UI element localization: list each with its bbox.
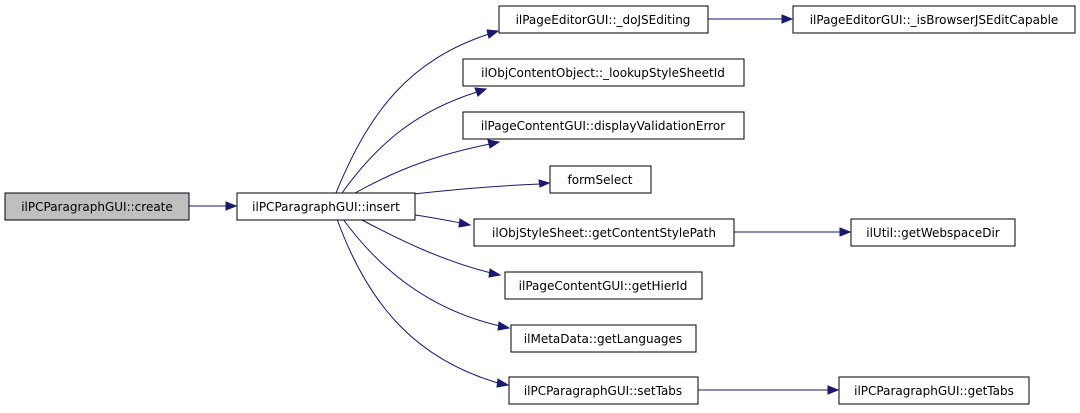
- node-getcontentstylepath[interactable]: ilObjStyleSheet::getContentStylePath: [473, 218, 735, 247]
- edge-insert-settabs: [336, 218, 510, 388]
- edge-create-insert: [189, 201, 238, 211]
- node-label: ilPCParagraphGUI::setTabs: [524, 384, 682, 398]
- edge-insert-dojsediting: [335, 29, 500, 194]
- node-label: ilObjContentObject::_lookupStyleSheetId: [481, 66, 725, 80]
- edge-getcontentstylepath-getwebspacedir: [734, 227, 852, 237]
- node-lookupstylesheetid[interactable]: ilObjContentObject::_lookupStyleSheetId: [462, 58, 745, 87]
- node-dojsediting[interactable]: ilPageEditorGUI::_doJSEditing: [498, 5, 709, 34]
- node-displayvalidationerror[interactable]: ilPageContentGUI::displayValidationError: [462, 111, 745, 140]
- node-label: ilPageEditorGUI::_doJSEditing: [516, 13, 691, 27]
- node-label: ilPageEditorGUI::_isBrowserJSEditCapable: [810, 13, 1059, 27]
- node-label: formSelect: [568, 173, 633, 187]
- node-label: ilMetaData::getLanguages: [524, 332, 682, 346]
- node-label: ilUtil::getWebspaceDir: [866, 226, 1000, 240]
- edge-insert-lookupstylesheetid: [341, 87, 488, 194]
- node-label: ilPageContentGUI::getHierId: [519, 279, 688, 293]
- node-create[interactable]: ilPCParagraphGUI::create: [4, 192, 190, 221]
- node-label: ilPCParagraphGUI::create: [21, 200, 173, 214]
- edge-insert-getlanguages: [342, 218, 511, 331]
- edge-dojsediting-isbrowserjseditcapable: [708, 14, 794, 24]
- edge-insert-gethierid: [359, 218, 502, 278]
- node-label: ilPCParagraphGUI::insert: [252, 200, 400, 214]
- node-getwebspacedir[interactable]: ilUtil::getWebspaceDir: [850, 218, 1016, 247]
- node-gettabs[interactable]: ilPCParagraphGUI::getTabs: [838, 376, 1030, 405]
- edge-settabs-gettabs: [698, 385, 840, 395]
- node-formselect[interactable]: formSelect: [549, 165, 652, 194]
- edge-insert-getcontentstylepath: [414, 214, 472, 228]
- edge-insert-displayvalidationerror: [354, 139, 501, 194]
- node-gethierid[interactable]: ilPageContentGUI::getHierId: [504, 271, 703, 300]
- node-label: ilPageContentGUI::displayValidationError: [481, 119, 725, 133]
- node-settabs[interactable]: ilPCParagraphGUI::setTabs: [508, 376, 699, 405]
- node-label: ilPCParagraphGUI::getTabs: [854, 384, 1014, 398]
- node-isbrowserjseditcapable[interactable]: ilPageEditorGUI::_isBrowserJSEditCapable: [792, 5, 1076, 34]
- node-insert[interactable]: ilPCParagraphGUI::insert: [236, 192, 416, 221]
- node-label: ilObjStyleSheet::getContentStylePath: [492, 226, 716, 240]
- edge-insert-formselect: [394, 179, 551, 197]
- node-getlanguages[interactable]: ilMetaData::getLanguages: [510, 324, 697, 353]
